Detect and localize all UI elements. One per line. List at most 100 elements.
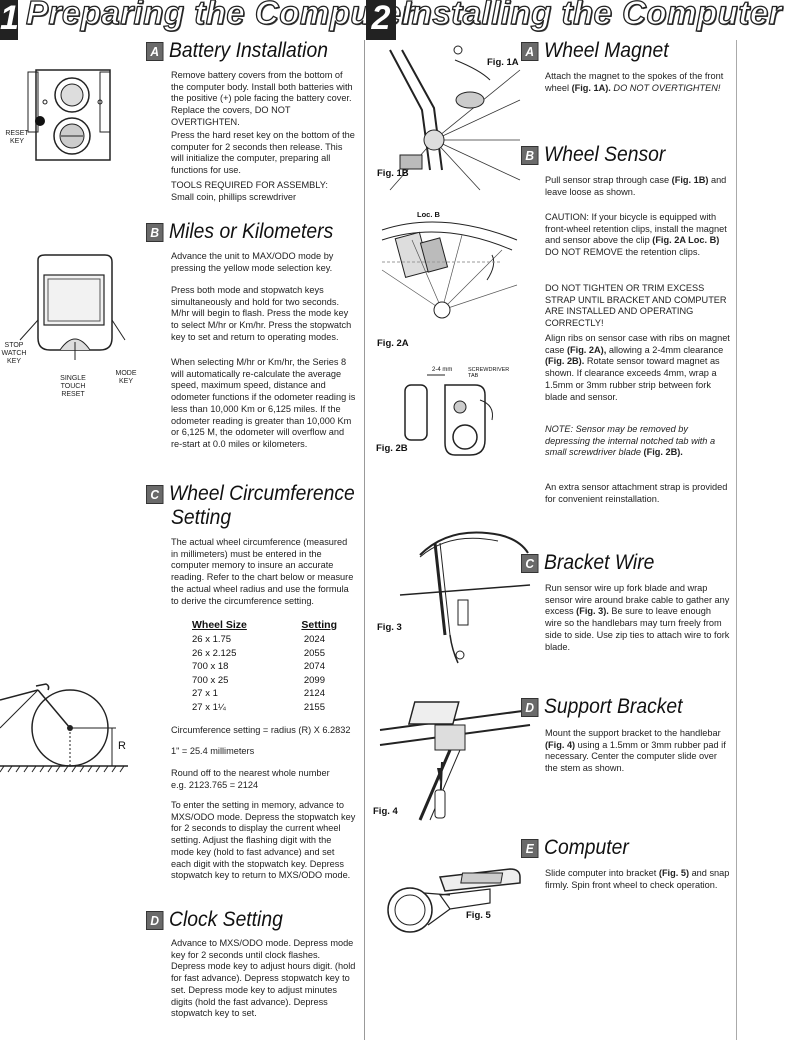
battery-text-1: Remove battery covers from the bottom of…: [171, 70, 353, 127]
table-row: 26 x 2.125 2055: [192, 647, 337, 661]
text-span: Run sensor wire up fork blade and wrap s…: [545, 583, 730, 617]
text-span: Slide computer into bracket: [545, 868, 659, 878]
wheel-size-cell: 26 x 1.75: [192, 634, 232, 645]
fig-1a-label: Fig. 1A: [487, 57, 519, 68]
circumference-formula: Circumference setting = radius (R) X 6.2…: [171, 725, 351, 735]
text-span: Mount the support bracket to the handleb…: [545, 728, 721, 738]
wheel-magnet-text: Attach the magnet to the spokes of the f…: [545, 71, 730, 94]
text-span: DO NOT REMOVE the retention clips.: [545, 247, 701, 258]
text-span: Align ribs on sensor case with ribs on m…: [545, 333, 730, 355]
clearance-label: 2-4 mm: [432, 367, 453, 373]
fig-4-illustration: [379, 701, 531, 821]
fig-ref: (Fig. 2A),: [566, 344, 607, 355]
fig-ref: (Fig. 1B): [671, 175, 709, 185]
text-span: Pull sensor strap through case: [545, 175, 672, 185]
wheel-sensor-title: Wheel Sensor: [544, 143, 666, 166]
setting-cell: 2074: [303, 661, 325, 672]
miles-text-3: When selecting M/hr or Km/hr, the Series…: [171, 357, 356, 449]
battery-text-2: Press the hard reset key on the bottom o…: [171, 130, 355, 176]
text-span: allowing a 2-4mm clearance: [606, 344, 724, 355]
fig-ref: (Fig. 4): [545, 739, 576, 750]
right-page-title: Installing the Computer: [401, 0, 783, 31]
setting-cell: 2055: [303, 647, 325, 659]
battery-diagram: [27, 69, 111, 161]
fig-ref: (Fig. 2A Loc. B): [652, 235, 720, 246]
sensor-align-text: Align ribs on sensor case with ribs on m…: [545, 333, 730, 403]
right-edge-line: [736, 40, 737, 1040]
section-letter: D: [146, 910, 164, 930]
bracket-wire-text: Run sensor wire up fork blade and wrap s…: [545, 583, 730, 653]
fig-5-illustration: [387, 868, 521, 933]
fig-4-label: Fig. 4: [373, 806, 398, 817]
clock-text: Advance to MXS/ODO mode. Depress mode ke…: [171, 938, 356, 1019]
col-wheel-size: Wheel Size: [192, 619, 247, 631]
fig-2b-illustration: [404, 374, 493, 456]
setting-cell: 2155: [303, 701, 325, 713]
wheel-size-cell: 27 x 1: [192, 688, 218, 699]
fig-3-label: Fig. 3: [377, 622, 402, 633]
battery-text-3: TOOLS REQUIRED FOR ASSEMBLY: Small coin,…: [171, 180, 328, 202]
sensor-warning-text: DO NOT TIGHTEN OR TRIM EXCESS STRAP UNTI…: [545, 283, 727, 329]
fig-5-label: Fig. 5: [466, 910, 491, 921]
inch-conversion: 1" = 25.4 millimeters: [171, 746, 255, 756]
fig-ref: (Fig. 2B).: [545, 356, 585, 367]
stopwatch-key-label: STOP WATCH KEY: [1, 342, 27, 365]
wheel-magnet-title: Wheel Magnet: [544, 39, 669, 62]
circumference-text-1: The actual wheel circumference (measured…: [171, 537, 354, 606]
section-letter: B: [146, 222, 164, 242]
fig-ref: (Fig. 5): [658, 868, 690, 878]
fig-2a-illustration: [381, 221, 518, 319]
wheel-size-cell: 26 x 2.125: [192, 647, 237, 659]
support-bracket-title: Support Bracket: [544, 695, 683, 718]
section-letter: B: [521, 145, 539, 165]
section-letter: C: [146, 484, 164, 504]
battery-title: Battery Installation: [169, 39, 328, 62]
text-span: and snap firmly. Spin front wheel to che…: [545, 868, 730, 890]
wheel-size-cell: 27 x 1¼: [192, 701, 226, 713]
fig-ref: (Fig. 3).: [576, 606, 609, 617]
circumference-title-1: Wheel Circumference: [169, 482, 355, 505]
section-number-2: 2: [366, 0, 396, 40]
support-bracket-text: Mount the support bracket to the handleb…: [545, 728, 730, 775]
fig-ref: (Fig. 1A).: [571, 82, 611, 93]
rounding-note: Round off to the nearest whole number e.…: [171, 768, 330, 790]
mode-key-label: MODE KEY: [115, 370, 137, 385]
fig-3-illustration: [399, 531, 531, 664]
computer-unit-diagram: [19, 254, 126, 360]
text-span: using a 1.5mm or 3mm rubber pad if neces…: [545, 739, 726, 774]
text-span: Attach the magnet to the spokes of the f…: [545, 71, 724, 93]
reset-key-label: RESET KEY: [5, 130, 29, 145]
setting-cell: 2124: [303, 688, 325, 699]
sensor-caution-text: CAUTION: If your bicycle is equipped wit…: [545, 212, 730, 259]
clock-title: Clock Setting: [169, 908, 283, 931]
text-span: and leave loose as shown.: [545, 175, 727, 197]
sensor-text-1: Pull sensor strap through case (Fig. 1B)…: [545, 175, 730, 198]
miles-text-2: Press both mode and stopwatch keys simul…: [171, 285, 352, 342]
screwdriver-tab-label: SCREWDRIVER TAB: [468, 367, 510, 379]
table-row: 27 x 1 2124: [192, 687, 337, 701]
fig-1b-label: Fig. 1B: [377, 168, 409, 179]
sensor-extra-strap-text: An extra sensor attachment strap is prov…: [545, 482, 728, 504]
section-letter: A: [521, 41, 539, 61]
circumference-title-2: Setting: [171, 506, 232, 529]
section-letter: A: [146, 41, 164, 61]
section-letter: C: [521, 553, 539, 573]
miles-text-1: Advance the unit to MAX/ODO mode by pres…: [171, 251, 334, 273]
column-divider: [364, 40, 365, 1040]
computer-title: Computer: [544, 836, 629, 859]
miles-title: Miles or Kilometers: [169, 220, 334, 243]
computer-text: Slide computer into bracket (Fig. 5) and…: [545, 868, 730, 891]
